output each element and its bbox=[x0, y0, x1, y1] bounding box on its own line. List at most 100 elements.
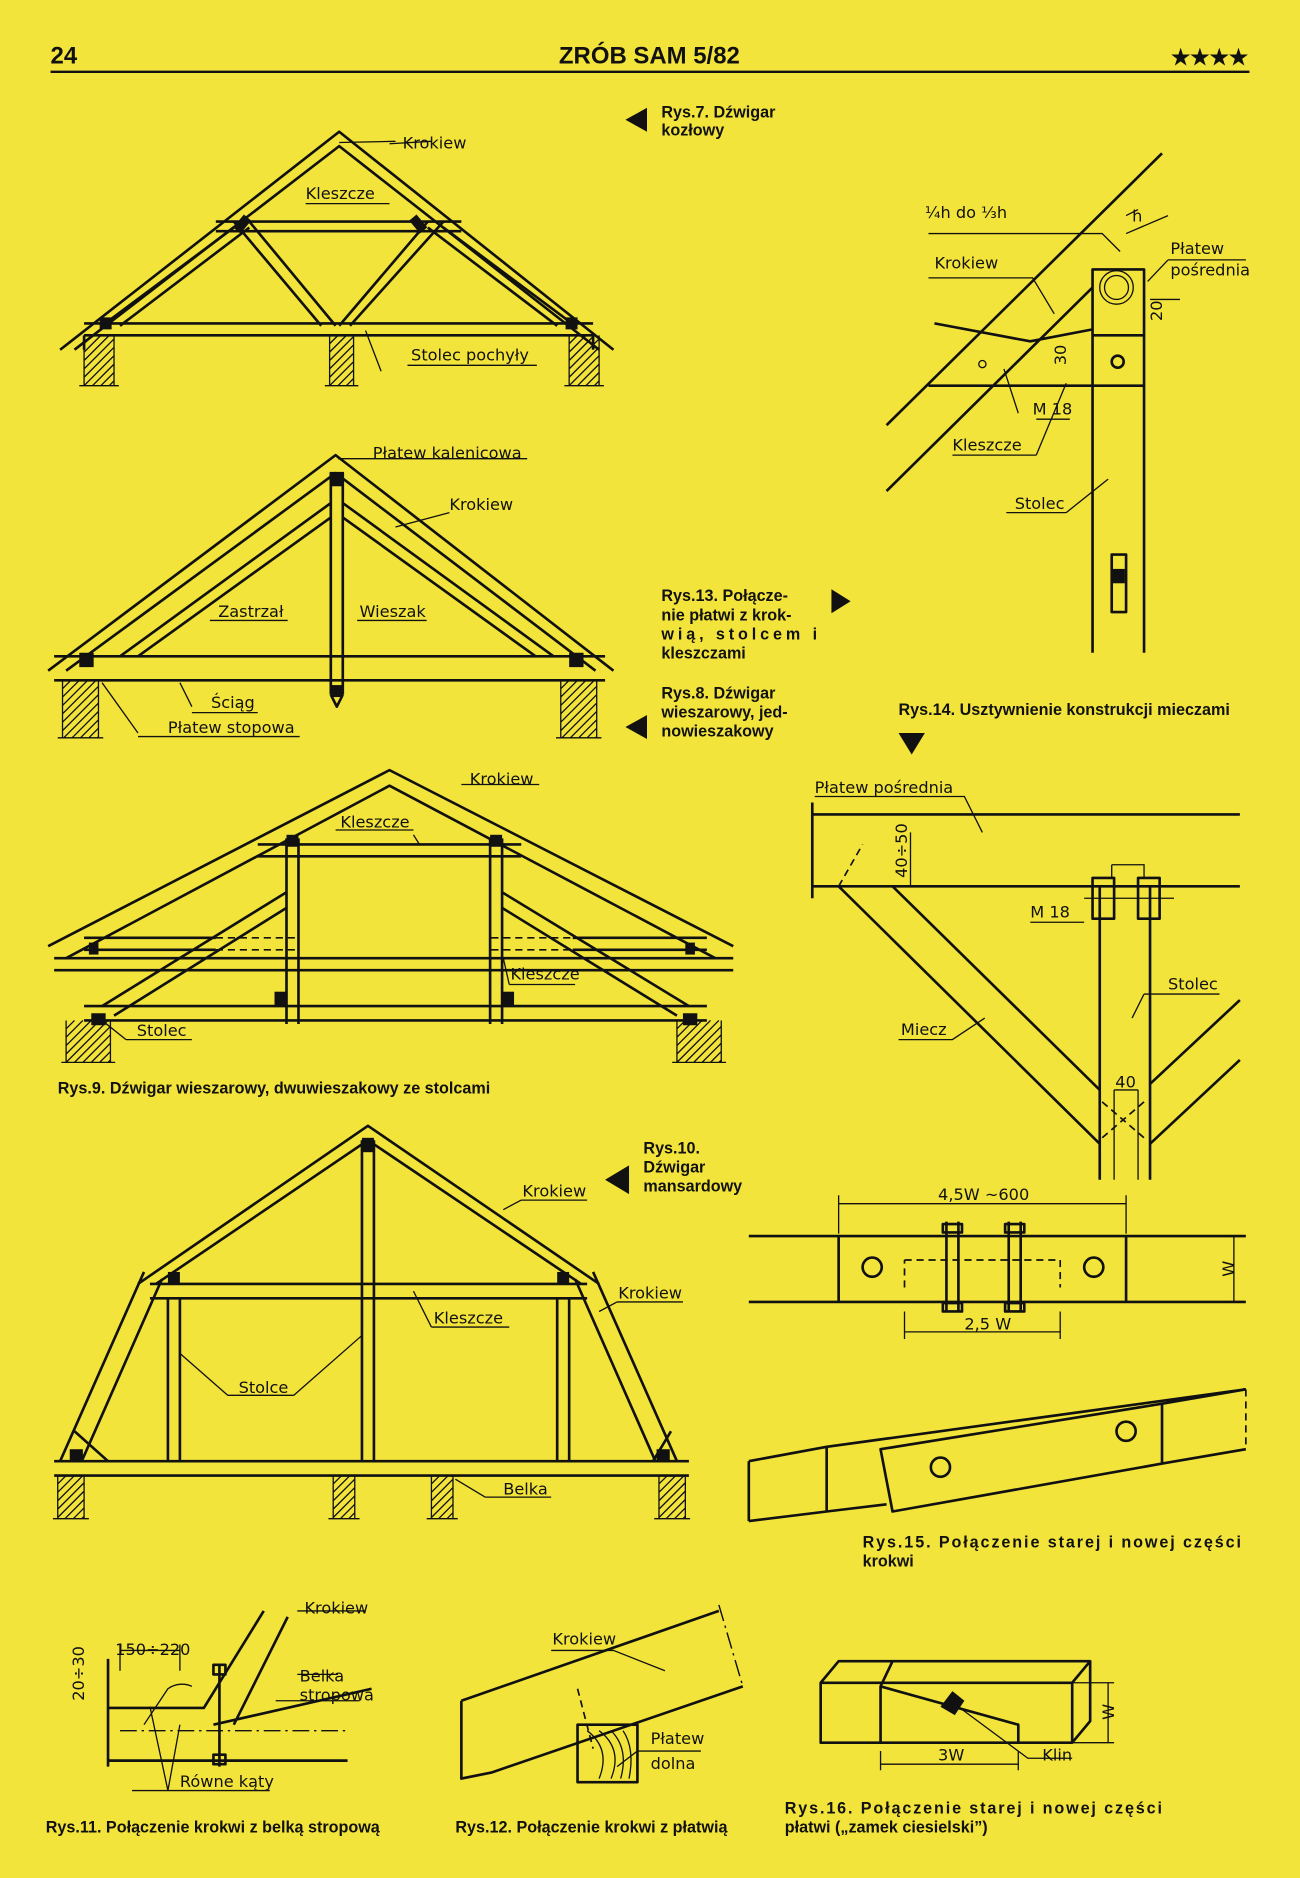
fig16-joint-diagram bbox=[819, 1659, 1115, 1771]
fig14-bracing-diagram bbox=[810, 795, 1241, 1180]
fig12-label-krokiew: Krokiew bbox=[552, 1629, 616, 1648]
fig12-joint-diagram bbox=[460, 1604, 744, 1784]
fig12-label-platew: Płatew bbox=[651, 1729, 705, 1748]
fig14-label-m18: M 18 bbox=[1030, 902, 1070, 921]
fig7-caption-line2: kozłowy bbox=[661, 121, 724, 139]
fig11-label-belka: Belka bbox=[300, 1667, 345, 1686]
fig8-label-platew-kalenicowa: Płatew kalenicowa bbox=[373, 444, 522, 463]
fig13-label-krokiew: Krokiew bbox=[934, 253, 998, 272]
fig12-caption: Rys.12. Połączenie krokwi z płatwią bbox=[455, 1818, 728, 1836]
fig9-label-stolec: Stolec bbox=[137, 1021, 187, 1040]
fig16-caption-line1: Rys.16. Połączenie starej i nowej części bbox=[785, 1799, 1162, 1817]
fig14-label-miecz: Miecz bbox=[901, 1020, 947, 1039]
fig7-caption-line1: Rys.7. Dźwigar bbox=[661, 103, 776, 121]
fig10-caption-line1: Rys.10. bbox=[643, 1139, 700, 1157]
fig8-label-sciag: Ściąg bbox=[211, 693, 255, 712]
fig8-label-platew-stopowa: Płatew stopowa bbox=[168, 718, 295, 737]
fig16-label-3w: 3W bbox=[938, 1746, 964, 1765]
difficulty-stars: ★★★★ bbox=[1171, 45, 1249, 70]
fig11-label-stropowa: stropowa bbox=[300, 1686, 374, 1705]
fig13-caption-line1: Rys.13. Połącze- bbox=[661, 587, 788, 605]
fig9-label-krokiew: Krokiew bbox=[470, 769, 534, 788]
fig10-label-stolce: Stolce bbox=[239, 1378, 289, 1397]
fig8-label-wieszak: Wieszak bbox=[360, 602, 427, 621]
hatched-wall bbox=[52, 1475, 89, 1520]
fig13-label-20: 20 bbox=[1147, 300, 1166, 321]
fig13-label-h-fraction: ¼h do ⅓h bbox=[925, 203, 1007, 222]
fig10-label-belka: Belka bbox=[503, 1480, 548, 1499]
fig15-label-4-5w-600: 4,5W ~600 bbox=[938, 1185, 1029, 1204]
fig10-label-krokiew-side: Krokiew bbox=[618, 1283, 682, 1302]
fig10-label-kleszcze: Kleszcze bbox=[434, 1308, 503, 1327]
hatched-wall bbox=[426, 1475, 458, 1520]
fig14-label-stolec: Stolec bbox=[1168, 974, 1218, 993]
fig14-label-40-50: 40÷50 bbox=[892, 823, 911, 878]
fig12-label-dolna: dolna bbox=[651, 1754, 696, 1773]
fig15-label-w: W bbox=[1219, 1261, 1238, 1277]
fig10-truss-diagram bbox=[52, 1124, 691, 1520]
hatched-wall bbox=[555, 679, 602, 739]
fig13-caption-line4: kleszczami bbox=[661, 645, 745, 663]
fig14-pointer-icon bbox=[898, 732, 925, 755]
fig11-label-rowne-katy: Równe kąty bbox=[180, 1772, 275, 1791]
hatched-wall bbox=[57, 679, 104, 739]
fig11-label-20-30: 20÷30 bbox=[69, 1646, 88, 1701]
fig16-label-w: W bbox=[1099, 1704, 1118, 1720]
fig15-joint-diagram bbox=[747, 1195, 1247, 1523]
fig13-label-h: h bbox=[1132, 207, 1142, 226]
fig13-caption-line2: nie płatwi z krok- bbox=[661, 606, 791, 624]
fig10-label-krokiew-top: Krokiew bbox=[522, 1182, 586, 1201]
fig15-label-2-5w: 2,5 W bbox=[964, 1314, 1011, 1333]
fig13-label-platew-line1: Płatew bbox=[1170, 239, 1224, 258]
fig7-label-kleszcze: Kleszcze bbox=[306, 184, 375, 203]
fig13-label-stolec: Stolec bbox=[1015, 494, 1065, 513]
fig14-label-platew: Płatew pośrednia bbox=[815, 778, 954, 797]
fig7-pointer-icon bbox=[625, 107, 648, 132]
fig13-label-30: 30 bbox=[1051, 345, 1070, 366]
fig8-pointer-icon bbox=[625, 715, 648, 739]
fig8-caption-line3: nowieszakowy bbox=[661, 723, 773, 741]
fig15-caption-line2: krokwi bbox=[863, 1553, 914, 1571]
hatched-wall bbox=[328, 1475, 360, 1520]
fig11-joint-diagram bbox=[106, 1610, 372, 1792]
fig13-label-m18: M 18 bbox=[1033, 399, 1073, 418]
fig16-label-klin: Klin bbox=[1042, 1746, 1072, 1765]
hatched-wall bbox=[79, 334, 119, 387]
fig7-label-stolec: Stolec pochyły bbox=[411, 346, 529, 365]
fig11-label-150-220: 150÷220 bbox=[115, 1640, 190, 1659]
page-number: 24 bbox=[51, 42, 78, 69]
hatched-wall bbox=[564, 334, 604, 387]
hatched-wall bbox=[61, 1019, 116, 1064]
fig13-caption-line3: wią, stolcem i bbox=[660, 626, 817, 644]
fig11-caption: Rys.11. Połączenie krokwi z belką stropo… bbox=[46, 1818, 381, 1836]
fig13-label-platew-line2: pośrednia bbox=[1170, 260, 1250, 279]
fig13-pointer-icon bbox=[831, 589, 851, 614]
fig14-label-40: 40 bbox=[1115, 1073, 1136, 1092]
fig9-label-kleszcze-side: Kleszcze bbox=[510, 965, 579, 984]
fig8-caption-line1: Rys.8. Dźwigar bbox=[661, 684, 776, 702]
hatched-wall bbox=[654, 1475, 691, 1520]
hatched-wall bbox=[672, 1019, 727, 1064]
fig9-label-kleszcze-top: Kleszcze bbox=[340, 813, 409, 832]
fig15-caption-line1: Rys.15. Połączenie starej i nowej części bbox=[863, 1533, 1241, 1551]
fig10-pointer-icon bbox=[605, 1165, 630, 1195]
fig14-caption: Rys.14. Usztywnienie konstrukcji mieczam… bbox=[899, 701, 1230, 719]
fig16-caption-line2: płatwi („zamek ciesielski”) bbox=[785, 1818, 988, 1836]
fig7-label-krokiew: Krokiew bbox=[403, 134, 467, 153]
fig10-caption-line3: mansardowy bbox=[643, 1178, 742, 1196]
magazine-title: ZRÓB SAM 5/82 bbox=[559, 41, 740, 69]
fig9-caption: Rys.9. Dźwigar wieszarowy, dwuwieszakowy… bbox=[58, 1080, 491, 1098]
fig7-truss-diagram bbox=[59, 130, 615, 387]
fig9-truss-diagram bbox=[47, 768, 734, 1064]
fig8-caption-line2: wieszarowy, jed- bbox=[660, 703, 787, 721]
fig13-label-kleszcze: Kleszcze bbox=[952, 435, 1021, 454]
fig11-label-krokiew: Krokiew bbox=[304, 1598, 368, 1617]
fig13-joint-diagram bbox=[885, 152, 1246, 653]
fig10-caption-line2: Dźwigar bbox=[643, 1159, 706, 1177]
fig8-label-krokiew: Krokiew bbox=[449, 495, 513, 514]
fig8-truss-diagram bbox=[47, 453, 615, 739]
page-header: 24 ZRÓB SAM 5/82 ★★★★ bbox=[51, 41, 1250, 74]
fig8-label-zastrzal: Zastrzał bbox=[218, 602, 284, 621]
